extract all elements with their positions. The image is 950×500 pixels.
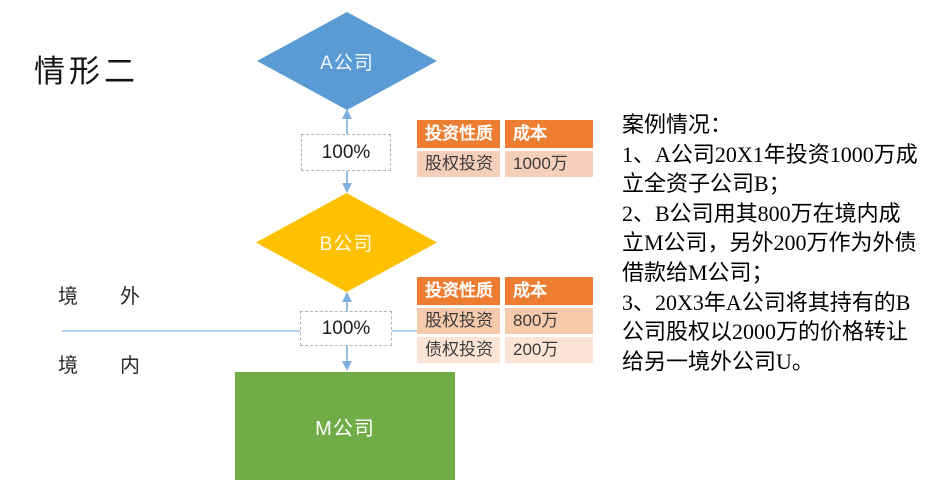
ownership-label-a-b: 100% (301, 134, 391, 171)
table-cell: 股权投资 (417, 308, 500, 334)
table-header-cell: 成本 (505, 277, 593, 305)
company-a-node: A公司 (257, 12, 437, 110)
table-cell: 800万 (505, 308, 593, 334)
company-b-label: B公司 (319, 234, 374, 255)
company-b-node: B公司 (256, 193, 437, 292)
arrowhead-down-icon (342, 361, 352, 371)
case-line: 2、B公司用其800万在境内成 (622, 200, 901, 226)
case-line: 立全资子公司B； (622, 171, 791, 197)
table-cell: 股权投资 (417, 151, 500, 177)
case-line: 3、20X3年A公司将其持有的B (622, 289, 911, 315)
region-label-inside: 境内 (58, 355, 182, 377)
case-line: 1、A公司20X1年投资1000万成 (622, 141, 918, 167)
case-heading: 案例情况： (622, 112, 733, 137)
table-header-cell: 投资性质 (417, 120, 500, 148)
table-cell: 200万 (505, 337, 593, 363)
case-line: 立M公司，另外200万作为外债 (622, 230, 917, 256)
case-line: 给另一境外公司U。 (622, 348, 814, 374)
table-cell: 债权投资 (417, 337, 500, 363)
investment-table-b-m: 投资性质 成本 股权投资 800万 债权投资 200万 (417, 277, 593, 363)
arrowhead-up-icon (342, 292, 352, 302)
ownership-percent: 100% (321, 141, 371, 163)
arrowhead-down-icon (342, 183, 352, 193)
company-a-label: A公司 (320, 52, 374, 74)
case-line: 借款给M公司； (622, 259, 774, 285)
table-header-cell: 投资性质 (417, 277, 500, 305)
ownership-label-b-m: 100% (300, 311, 392, 346)
case-description: 案例情况： 1、A公司20X1年投资1000万成 立全资子公司B； 2、B公司用… (622, 110, 950, 376)
investment-table-a-b: 投资性质 成本 股权投资 1000万 (417, 120, 593, 177)
ownership-percent: 100% (321, 317, 371, 339)
table-cell: 1000万 (505, 151, 593, 177)
table-header-cell: 成本 (505, 120, 593, 148)
case-line: 公司股权以2000万的价格转让 (622, 319, 909, 345)
company-m-node: M公司 (235, 372, 455, 480)
arrowhead-up-icon (342, 109, 352, 119)
scenario-title: 情形二 (34, 54, 139, 89)
region-label-outside: 境外 (58, 286, 182, 308)
company-m-label: M公司 (315, 417, 375, 440)
